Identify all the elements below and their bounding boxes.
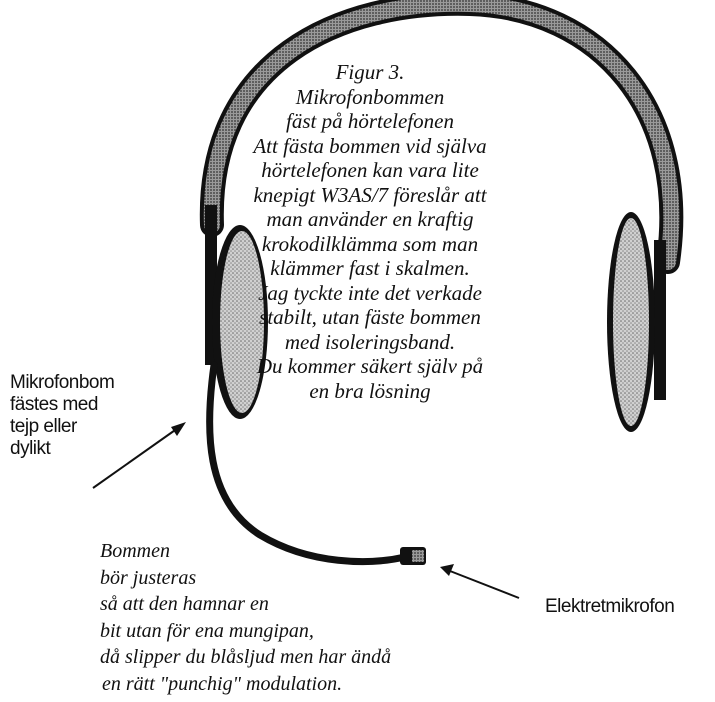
caption-line: Mikrofonbommen bbox=[295, 84, 445, 109]
headband bbox=[199, 0, 684, 400]
caption-line: man använder en kraftig bbox=[266, 207, 474, 231]
right-earcup bbox=[607, 212, 655, 432]
caption-line: Jag tyckte inte det verkade bbox=[258, 280, 482, 305]
boom-label-line: fästes med bbox=[10, 394, 98, 415]
caption-line: Figur 3. bbox=[335, 60, 405, 84]
note-line: bit utan för ena mungipan, bbox=[100, 619, 314, 642]
caption-line: klämmer fast i skalmen. bbox=[270, 256, 470, 280]
boom-label: Mikrofonbom fästes med tejp eller dylikt bbox=[10, 372, 140, 460]
caption-line: med isoleringsband. bbox=[284, 329, 456, 354]
caption-line: Att fästa bommen vid själva bbox=[253, 133, 487, 158]
mic-arrow bbox=[440, 564, 520, 599]
boom-label-line: dylikt bbox=[10, 438, 51, 459]
note-line: Bommen bbox=[100, 540, 170, 562]
caption-line: krokodilklämma som man bbox=[261, 231, 479, 256]
caption-line: fäst på hörtelefonen bbox=[286, 109, 454, 133]
caption-line: en bra lösning bbox=[309, 378, 431, 403]
caption-line: stabilt, utan fäste bommen bbox=[259, 305, 481, 329]
caption-line: hörtelefonen kan vara lite bbox=[261, 158, 479, 182]
electret-microphone bbox=[400, 547, 426, 565]
mic-label: Elektretmikrofon bbox=[545, 596, 675, 617]
note-line: en rätt "punchig" modulation. bbox=[102, 672, 343, 695]
boom-label-line: Mikrofonbom bbox=[10, 372, 115, 393]
caption-line: knepigt W3AS/7 föreslår att bbox=[253, 182, 487, 207]
adjustment-note: Bommen bör justeras så att den hamnar en… bbox=[100, 538, 520, 697]
left-earcup bbox=[212, 225, 268, 419]
microphone-boom bbox=[206, 361, 409, 565]
caption-line: Du kommer säkert själv på bbox=[256, 354, 484, 378]
note-line: då slipper du blåsljud men har ändå bbox=[100, 646, 392, 668]
boom-arrow bbox=[92, 422, 186, 489]
note-line: bör justeras bbox=[100, 566, 197, 589]
figure-caption: Figur 3. Mikrofonbommen fäst på hörtelef… bbox=[205, 60, 535, 403]
boom-label-line: tejp eller bbox=[10, 416, 77, 437]
note-line: så att den hamnar en bbox=[100, 593, 269, 615]
